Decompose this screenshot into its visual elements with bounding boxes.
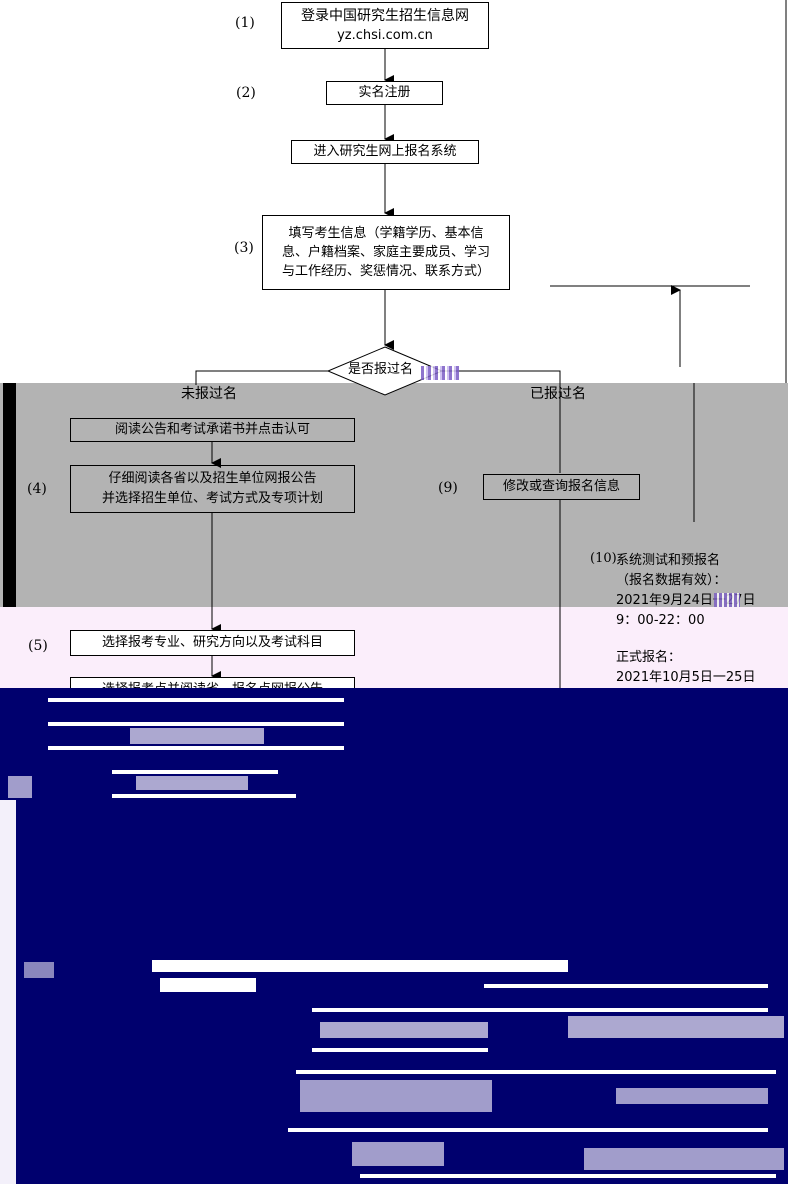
noise-streak — [152, 960, 568, 972]
noise-block — [320, 1022, 488, 1038]
schedule-test-line1: 系统测试和预报名 — [616, 553, 721, 568]
branch-line-no — [195, 370, 328, 385]
noise-streak — [312, 1008, 768, 1012]
noise-block — [568, 1016, 784, 1038]
fill-info-line2: 息、户籍档案、家庭主要成员、学习 — [281, 245, 490, 260]
step-marker-1: (1) — [235, 15, 255, 31]
noise-streak — [288, 1128, 768, 1132]
noise-streak — [484, 984, 768, 988]
noise-streak — [160, 978, 256, 992]
noise-streak — [48, 722, 344, 726]
noise-block — [136, 776, 248, 790]
gray-overlay-band — [0, 383, 788, 607]
schedule-test-line2: （报名数据有效）： — [616, 573, 727, 588]
schedule-formal-date-clip: 2021年10月5日一25日 — [612, 665, 788, 688]
decision-diamond — [326, 346, 444, 396]
enter-system-box: 进入研究生网上报名系统 — [291, 140, 479, 164]
branch-line-yes — [442, 370, 561, 385]
noise-block — [584, 1148, 784, 1170]
noise-block — [24, 962, 54, 978]
noise-streak — [112, 794, 296, 798]
choose-major-box: 选择报考专业、研究方向以及考试科目 — [70, 630, 355, 656]
decision-noise-artifact — [421, 366, 459, 380]
schedule-formal-date: 2021年10月5日一25日 — [616, 670, 756, 685]
login-box-line1: 登录中国研究生招生信息网 — [301, 7, 469, 24]
branch-label-yes: 已报过名 — [530, 386, 586, 402]
noise-streak — [112, 770, 278, 774]
branch-label-no: 未报过名 — [181, 386, 237, 402]
noise-block — [8, 776, 32, 798]
date-noise-artifact — [714, 593, 740, 607]
black-left-bar — [3, 383, 16, 607]
step-marker-4: (4) — [27, 481, 47, 497]
step-marker-3: (3) — [234, 240, 254, 256]
schedule-test-time: 9：00-22：00 — [616, 613, 705, 628]
decision-label: 是否报过名 — [348, 362, 414, 377]
step-marker-5: (5) — [28, 638, 48, 654]
fill-info-line3: 与工作经历、奖惩情况、联系方式） — [281, 264, 490, 279]
noise-block — [616, 1088, 768, 1104]
step-marker-9: (9) — [438, 480, 458, 496]
read-detail-box: 仔细阅读各省以及招生单位网报公告 并选择招生单位、考试方式及专项计划 — [70, 465, 355, 513]
register-box: 实名注册 — [326, 81, 443, 105]
noise-streak — [48, 746, 344, 750]
noise-streak — [312, 1048, 488, 1052]
read-detail-line1: 仔细阅读各省以及招生单位网报公告 — [108, 471, 317, 486]
read-detail-line2: 并选择招生单位、考试方式及专项计划 — [101, 491, 323, 506]
choose-site-box-clip: 选择报考点并阅读省、报名点网报公告 — [70, 677, 355, 688]
schedule-formal-label: 正式报名： — [616, 650, 682, 665]
fill-info-line1: 填写考生信息（学籍学历、基本信 — [288, 226, 484, 241]
step-marker-2: (2) — [236, 85, 256, 101]
fill-info-box: 填写考生信息（学籍学历、基本信 息、户籍档案、家庭主要成员、学习 与工作经历、奖… — [262, 215, 510, 290]
choose-site-box: 选择报考点并阅读省、报名点网报公告 — [70, 677, 355, 688]
login-box-url: yz.chsi.com.cn — [337, 27, 433, 43]
noise-streak — [360, 1174, 776, 1178]
noise-block — [352, 1142, 444, 1166]
modify-box: 修改或查询报名信息 — [483, 474, 640, 500]
noise-streak — [48, 698, 344, 702]
read-notice-box: 阅读公告和考试承诺书并点击认可 — [70, 418, 355, 442]
noise-block — [130, 728, 264, 744]
noise-streak — [296, 1070, 776, 1074]
login-box: 登录中国研究生招生信息网 yz.chsi.com.cn — [281, 2, 489, 49]
noise-block — [300, 1080, 492, 1112]
step-marker-10: (10) — [590, 551, 617, 566]
light-artifact-strip — [0, 800, 16, 1184]
